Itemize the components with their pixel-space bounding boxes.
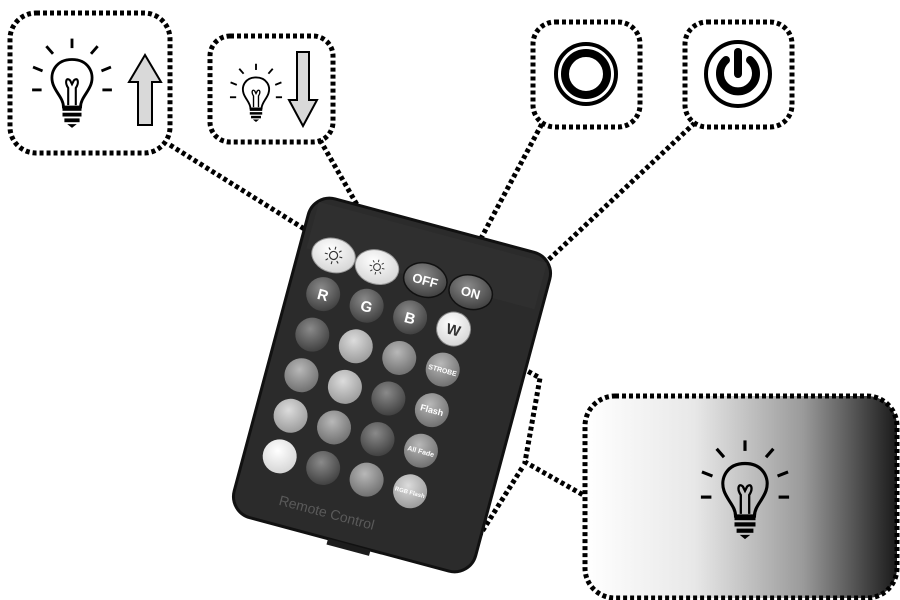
callout-on	[685, 22, 792, 127]
remote-control: OFF ON R G B W STROBE	[227, 193, 555, 582]
callout-dimming	[585, 396, 897, 598]
callout-off	[533, 22, 640, 127]
connector-dimming	[522, 368, 585, 496]
callout-brightness-down	[210, 36, 333, 142]
callout-brightness-up	[10, 13, 170, 153]
